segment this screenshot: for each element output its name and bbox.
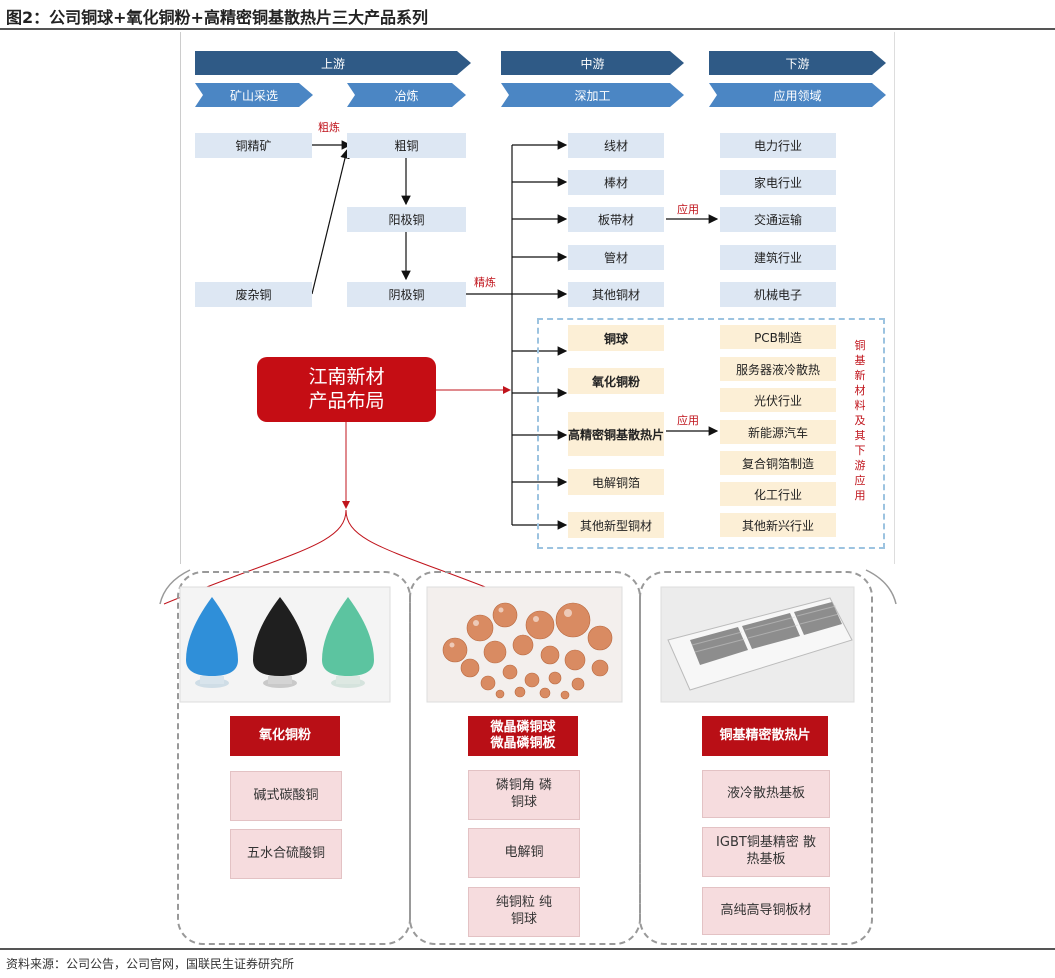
stage-midstream-label: 中游 xyxy=(580,56,605,71)
powder-bottle-green xyxy=(322,597,374,688)
copper-balls-cluster xyxy=(442,602,613,700)
label-apply-new: 应用 xyxy=(677,414,699,427)
card1-header: 氧化铜粉 xyxy=(230,716,340,756)
stage-application-band: 应用领域 xyxy=(709,83,886,107)
mid-product: 管材 xyxy=(568,245,664,270)
powder-bottle-black xyxy=(253,597,307,688)
node-blister-copper: 粗铜 xyxy=(347,133,466,158)
stage-downstream-band: 下游 xyxy=(709,51,886,75)
card3-item: 液冷散热基板 xyxy=(702,770,830,818)
new-application: 其他新兴行业 xyxy=(720,513,836,537)
stage-smelting-band: 冶炼 xyxy=(347,83,466,107)
label-rough-smelting: 粗炼 xyxy=(318,121,340,134)
figure-title: 图2：公司铜球+氧化铜粉+高精密铜基散热片三大产品系列 xyxy=(6,8,428,27)
company-name: 江南新材 xyxy=(308,365,385,388)
new-application: 光伏行业 xyxy=(720,388,836,412)
stage-deep-processing-band: 深加工 xyxy=(501,83,684,107)
new-product: 铜球 xyxy=(568,325,664,351)
stage-downstream-label: 下游 xyxy=(785,56,810,71)
card1-item: 碱式碳酸铜 xyxy=(230,771,342,821)
card2-header-text: 微晶磷铜球 微晶磷铜板 xyxy=(490,719,556,751)
card3-item: IGBT铜基精密 散热基板 xyxy=(702,827,830,877)
new-product: 其他新型铜材 xyxy=(568,512,664,538)
stage-mining-label: 矿山采选 xyxy=(229,88,278,103)
new-product: 高精密铜基散热片 xyxy=(568,412,664,456)
new-application: 服务器液冷散热 xyxy=(720,357,836,381)
mid-product: 线材 xyxy=(568,133,664,158)
diagram-panel xyxy=(180,32,895,564)
heat-sink-plate xyxy=(667,597,853,691)
title-divider xyxy=(0,28,1055,30)
powder-bottle-blue xyxy=(186,597,238,688)
new-application: 新能源汽车 xyxy=(720,420,836,444)
node-cathode-copper: 阴极铜 xyxy=(347,282,466,307)
card2-header: 微晶磷铜球 微晶磷铜板 xyxy=(468,716,578,756)
stage-application-label: 应用领域 xyxy=(773,88,822,103)
stage-mining-band: 矿山采选 xyxy=(195,83,313,107)
node-copper-concentrate: 铜精矿 xyxy=(195,133,312,158)
card2-item-text: 纯铜粒 纯铜球 xyxy=(495,895,553,927)
card3-item-text: IGBT铜基精密 散热基板 xyxy=(716,835,816,867)
side-label-new-materials: 铜基新材料及其下游应用 xyxy=(854,339,866,502)
new-product: 电解铜箔 xyxy=(568,469,664,495)
stage-smelting-label: 冶炼 xyxy=(394,88,419,103)
label-refining: 精炼 xyxy=(474,276,496,289)
card2-item-text: 磷铜角 磷铜球 xyxy=(495,778,553,810)
new-application: 复合铜箔制造 xyxy=(720,451,836,475)
company-layout-node: 江南新材 产品布局 xyxy=(257,357,436,422)
down-industry: 机械电子 xyxy=(720,282,836,307)
new-application: PCB制造 xyxy=(720,325,836,349)
new-product: 氧化铜粉 xyxy=(568,368,664,394)
node-anode-copper: 阳极铜 xyxy=(347,207,466,232)
label-apply: 应用 xyxy=(677,203,699,216)
footer-divider xyxy=(0,948,1055,950)
stage-upstream-band: 上游 xyxy=(195,51,471,75)
down-industry: 建筑行业 xyxy=(720,245,836,270)
stage-upstream-label: 上游 xyxy=(320,56,345,71)
card2-item: 磷铜角 磷铜球 xyxy=(468,770,580,820)
company-subtitle: 产品布局 xyxy=(308,389,385,412)
down-industry: 家电行业 xyxy=(720,170,836,195)
down-industry: 交通运输 xyxy=(720,207,836,232)
source-note: 资料来源：公司公告，公司官网，国联民生证券研究所 xyxy=(6,957,295,971)
stage-midstream-band: 中游 xyxy=(501,51,684,75)
stage-deep-processing-label: 深加工 xyxy=(574,88,611,103)
new-materials-region xyxy=(537,318,885,549)
card3-header: 铜基精密散热片 xyxy=(702,716,828,756)
card2-item: 电解铜 xyxy=(468,828,580,878)
mid-product: 板带材 xyxy=(568,207,664,232)
mid-product: 其他铜材 xyxy=(568,282,664,307)
new-application: 化工行业 xyxy=(720,482,836,506)
product-card-heat-sink xyxy=(639,571,873,945)
mid-product: 棒材 xyxy=(568,170,664,195)
card1-item: 五水合硫酸铜 xyxy=(230,829,342,879)
card3-item: 高纯高导铜板材 xyxy=(702,887,830,935)
node-scrap-copper: 废杂铜 xyxy=(195,282,312,307)
card2-item: 纯铜粒 纯铜球 xyxy=(468,887,580,937)
down-industry: 电力行业 xyxy=(720,133,836,158)
